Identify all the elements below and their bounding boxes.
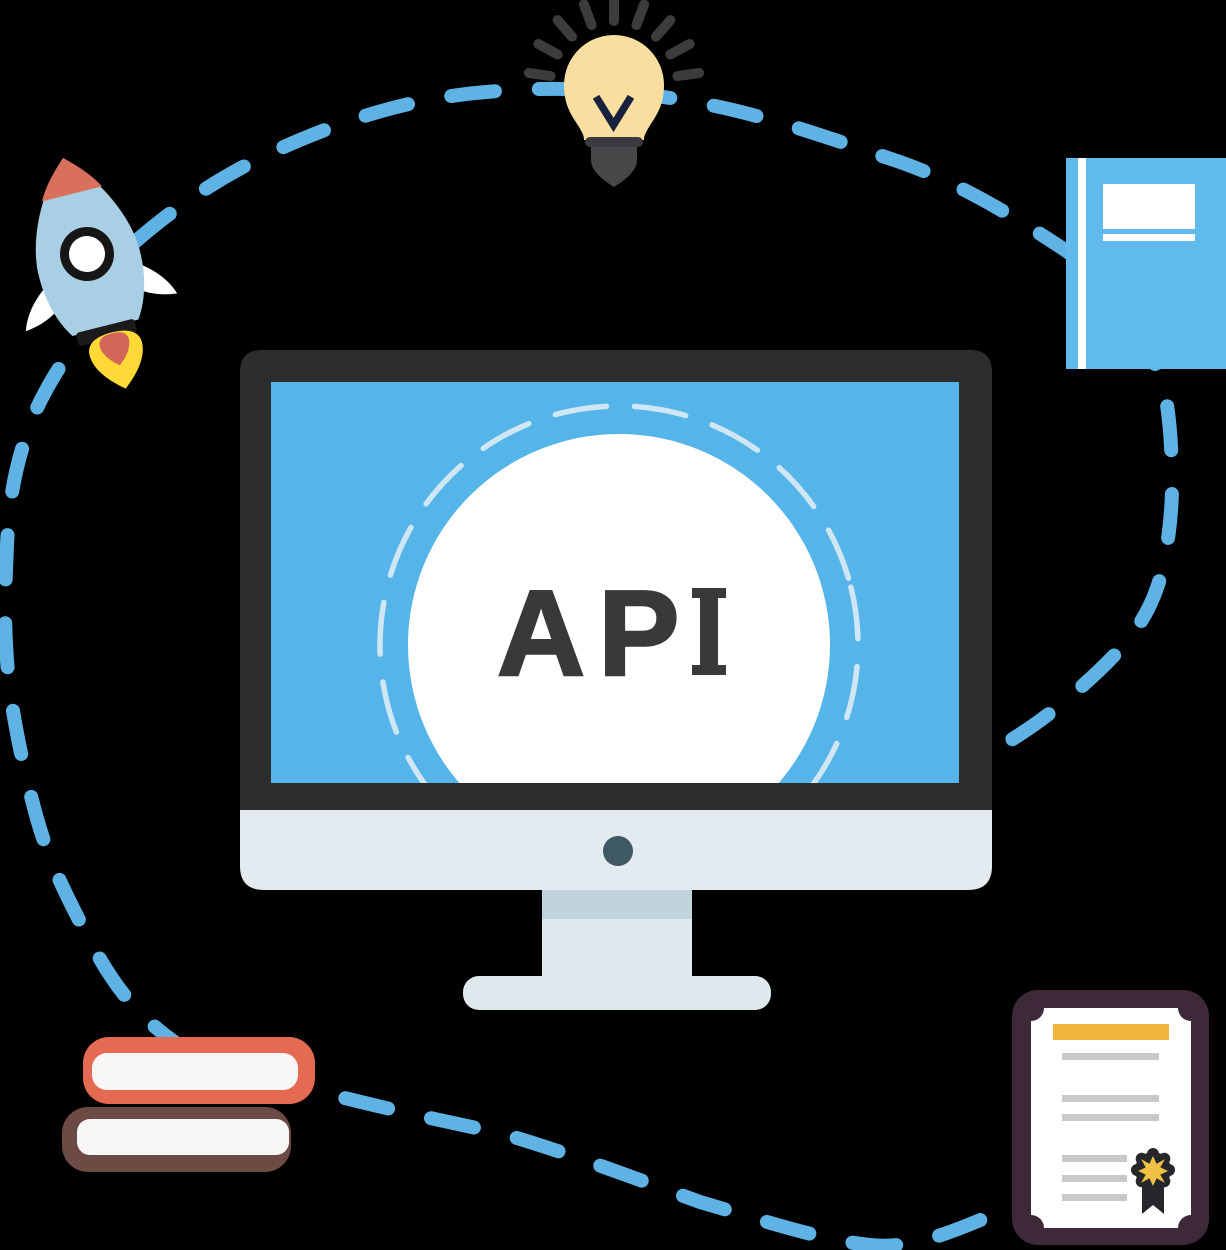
svg-text:AP: AP	[497, 565, 692, 701]
